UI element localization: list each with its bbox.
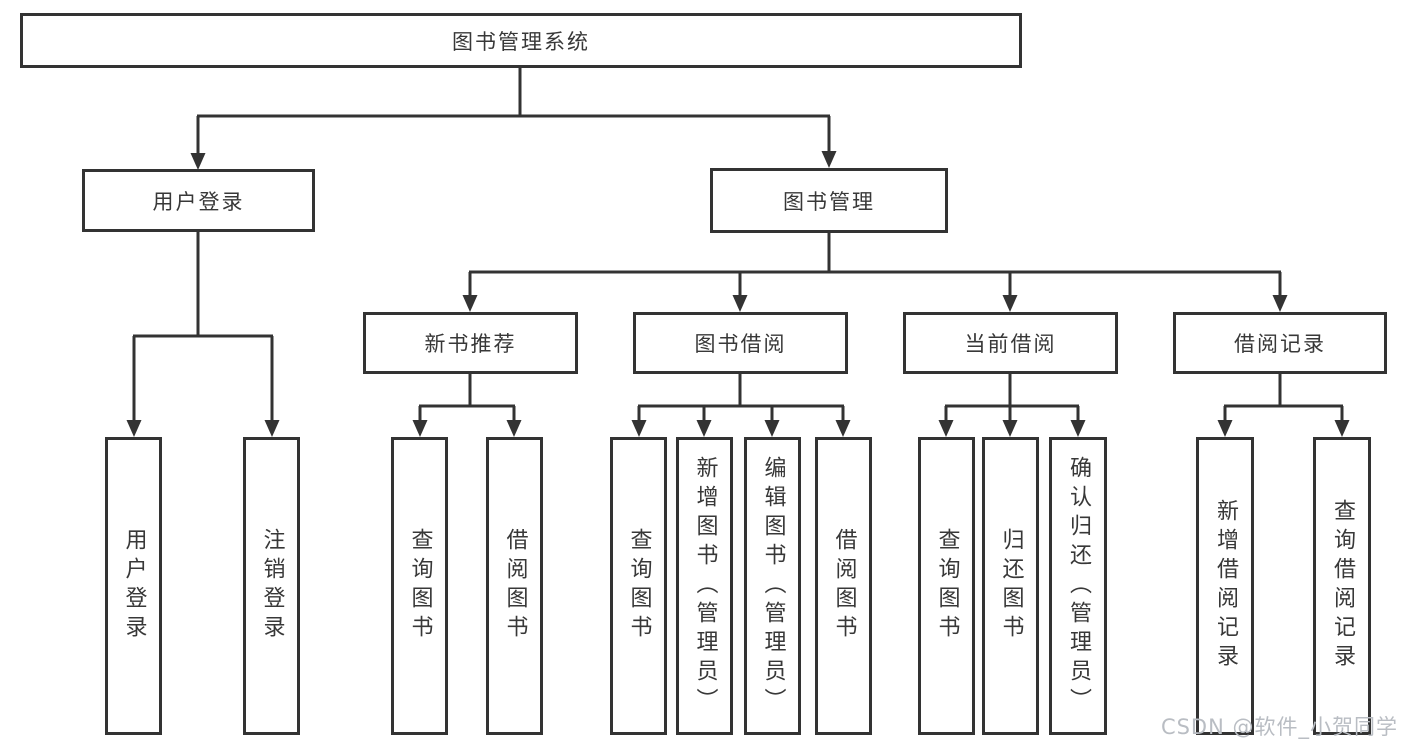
leaf-query-borrow-record: 查询借阅记录 bbox=[1313, 437, 1371, 735]
csdn-watermark: CSDN @软件_小贺同学 bbox=[1160, 715, 1398, 739]
leaf-borrow-books-recommend: 借阅图书 bbox=[486, 437, 543, 735]
branch-book-management: 图书管理 bbox=[710, 168, 948, 233]
leaf-query-books-borrow: 查询图书 bbox=[610, 437, 667, 735]
leaf-query-books-recommend: 查询图书 bbox=[391, 437, 448, 735]
root-node-library-system: 图书管理系统 bbox=[20, 13, 1022, 68]
leaf-edit-book-admin: 编辑图书（管理员） bbox=[744, 437, 801, 735]
leaf-logout: 注销登录 bbox=[243, 437, 300, 735]
module-new-book-recommend: 新书推荐 bbox=[363, 312, 578, 374]
module-borrow-records: 借阅记录 bbox=[1173, 312, 1387, 374]
leaf-query-books-current: 查询图书 bbox=[918, 437, 975, 735]
leaf-return-books: 归还图书 bbox=[982, 437, 1039, 735]
leaf-confirm-return-admin: 确认归还（管理员） bbox=[1049, 437, 1107, 735]
branch-user-login: 用户登录 bbox=[82, 169, 315, 232]
leaf-add-borrow-record: 新增借阅记录 bbox=[1196, 437, 1254, 735]
leaf-borrow-books: 借阅图书 bbox=[815, 437, 872, 735]
leaf-add-book-admin: 新增图书（管理员） bbox=[676, 437, 733, 735]
module-book-borrow: 图书借阅 bbox=[633, 312, 848, 374]
leaf-user-login: 用户登录 bbox=[105, 437, 162, 735]
module-current-borrow: 当前借阅 bbox=[903, 312, 1118, 374]
